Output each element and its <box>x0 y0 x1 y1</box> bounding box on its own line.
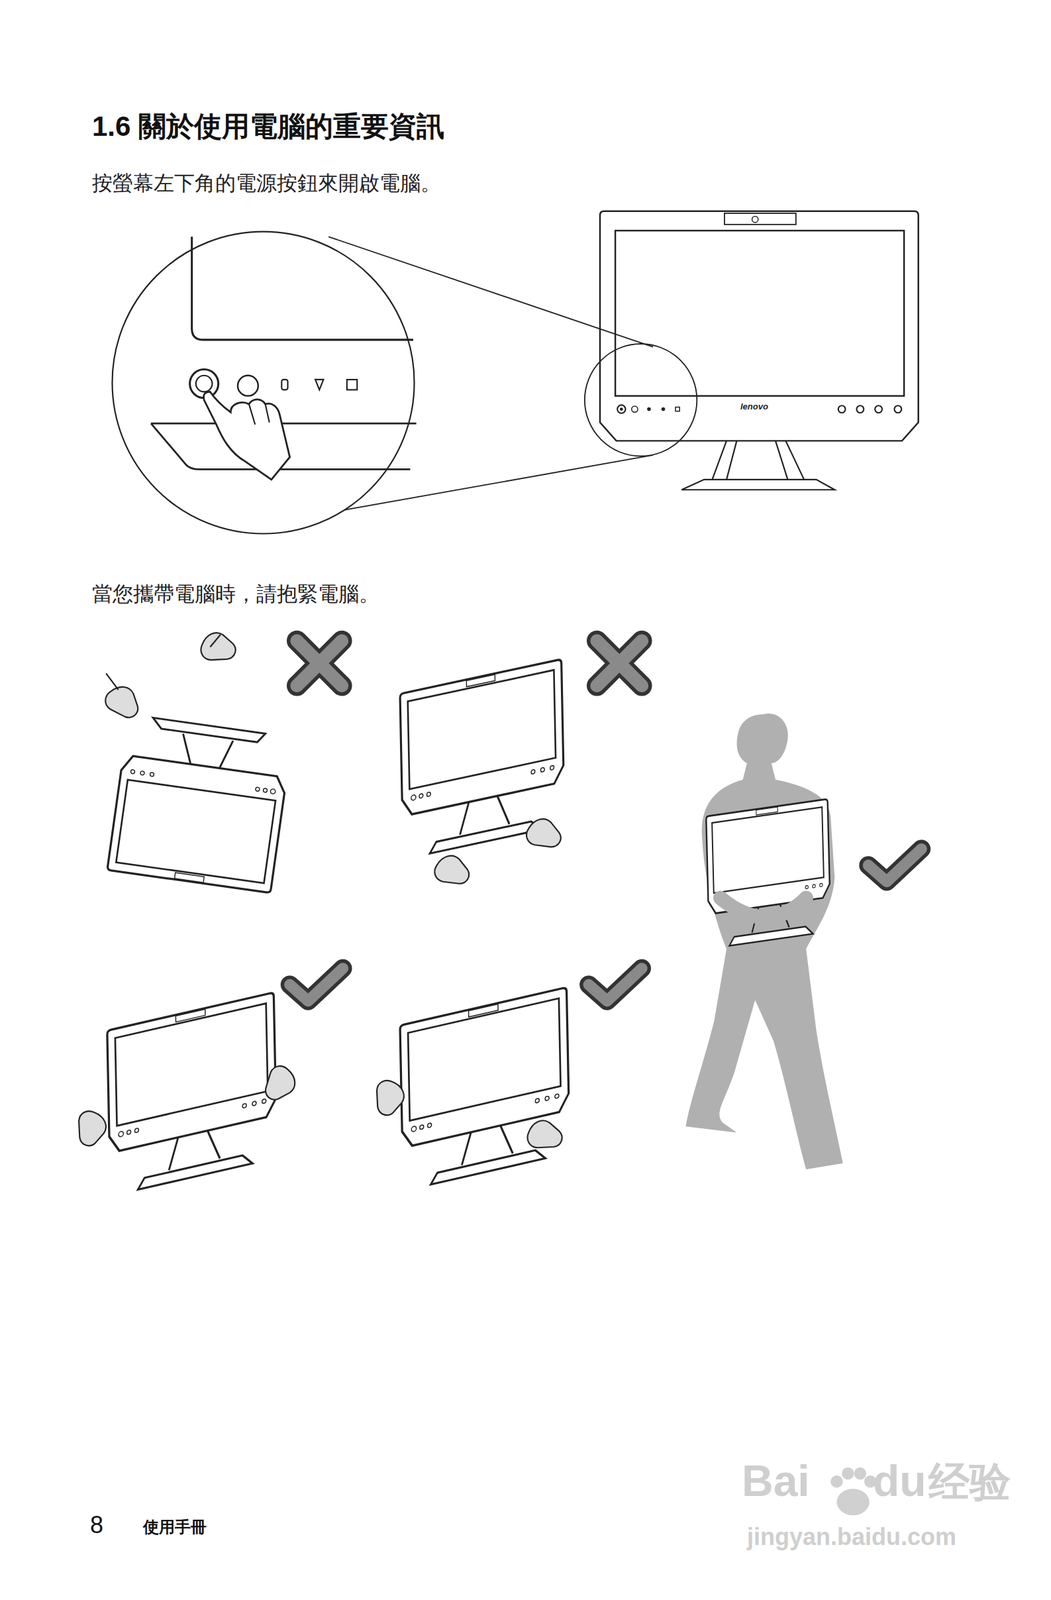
watermark: du <box>872 1454 927 1507</box>
carry-wrong-upside <box>101 629 342 893</box>
carry-right-sides <box>75 968 344 1196</box>
body-text: 當您攜帶電腦時，請抱緊電腦。 <box>92 581 380 606</box>
person-carrying <box>685 713 922 1169</box>
carry-wrong-base <box>400 640 642 884</box>
section-title: 1.6 關於使用電腦的重要資訊 <box>92 109 445 144</box>
watermark-paw <box>830 1466 877 1515</box>
carry-right-side-base <box>373 968 642 1191</box>
monitor-front <box>584 211 919 490</box>
watermark-url: jingyan.baidu.com <box>747 1521 957 1551</box>
watermark: Bai <box>741 1454 810 1507</box>
watermark: 经验 <box>928 1456 1011 1506</box>
footer-text: 使用手冊 <box>143 1517 207 1537</box>
body-text: 按螢幕左下角的電源按鈕來開啟電腦。 <box>92 170 442 196</box>
page-number: 8 <box>90 1509 104 1539</box>
brand-logo: lenovo <box>740 401 769 412</box>
zoom-callout <box>111 231 653 534</box>
